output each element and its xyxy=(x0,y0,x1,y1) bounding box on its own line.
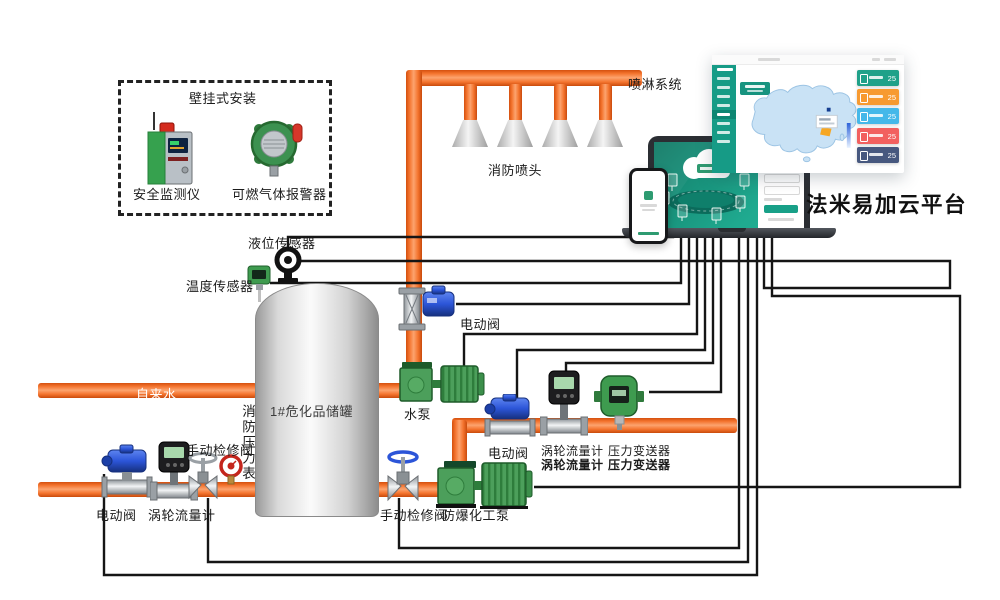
login-username-input[interactable] xyxy=(764,174,800,183)
highlighted-province xyxy=(820,126,832,137)
level-sensor-device xyxy=(274,246,302,284)
bottom-valve-label: 电动阀 xyxy=(96,508,137,523)
tap-water-label: 自来水 xyxy=(136,387,177,402)
manual-valve-mid-device xyxy=(387,450,419,502)
sidebar-item-active[interactable] xyxy=(712,110,736,119)
bottom-left-manual-valve-label: 手动检修阀 xyxy=(186,443,254,458)
phone xyxy=(629,168,668,244)
stat-card-value: 25 xyxy=(887,74,896,83)
stat-card-icon xyxy=(860,93,868,103)
dashboard-sidebar xyxy=(712,65,736,173)
stat-card-3[interactable]: 25 xyxy=(857,108,899,124)
manual-valve-bottom-left-device xyxy=(188,452,218,500)
level-sensor-label: 液位传感器 xyxy=(248,236,316,251)
turbine-flowmeter-mid-device xyxy=(540,370,588,436)
tap-water-pipe xyxy=(38,383,257,398)
mid-flowmeter-label-1: 涡轮流量计 xyxy=(541,444,604,458)
login-links[interactable] xyxy=(768,218,794,221)
electric-valve-bottom-device xyxy=(101,444,153,498)
china-map xyxy=(751,84,857,163)
platform-title: 法米易加云平台 xyxy=(806,193,968,217)
spray-system-label: 喷淋系统 xyxy=(628,77,683,92)
electric-valve-mid-device xyxy=(484,394,536,437)
water-pump-device xyxy=(399,362,485,403)
laptop-notch xyxy=(718,228,746,232)
mid-manual-valve-label: 手动检修阀 xyxy=(380,508,448,523)
map-callout xyxy=(815,114,838,129)
dashboard-topbar[interactable] xyxy=(712,55,904,65)
wall-box-title: 壁挂式安装 xyxy=(189,91,257,106)
chem-pump-label: 防爆化工泵 xyxy=(442,508,510,523)
sprinkler-stub-4 xyxy=(599,84,612,122)
map-button[interactable] xyxy=(740,82,770,95)
stat-card-icon xyxy=(860,112,868,122)
gas-alarm-device xyxy=(250,120,303,177)
stat-card-1[interactable]: 25 xyxy=(857,70,899,86)
stat-card-icon xyxy=(860,132,868,142)
stat-card-value: 25 xyxy=(887,93,896,102)
sprinkler-stub-2 xyxy=(509,84,522,122)
login-remember-row[interactable] xyxy=(764,198,782,201)
pressure-transmitter-label-1: 压力变送器 xyxy=(608,444,671,458)
stat-card-2[interactable]: 25 xyxy=(857,89,899,105)
safety-monitor-label: 安全监测仪 xyxy=(133,187,201,202)
temp-sensor-label: 温度传感器 xyxy=(186,279,254,294)
stat-card-value: 25 xyxy=(887,112,896,121)
stat-card-icon xyxy=(860,151,868,161)
gas-alarm-label: 可燃气体报警器 xyxy=(232,187,327,202)
stat-card-4[interactable]: 25 xyxy=(857,128,899,144)
sidebar-logo xyxy=(712,65,736,74)
pressure-transmitter-device xyxy=(594,375,644,430)
map-legend xyxy=(846,123,851,148)
mid-flowmeter-label-2: 涡轮流量计 xyxy=(541,458,604,472)
turbine-flowmeter-bottom-device xyxy=(150,441,198,501)
riser-valve-label: 电动阀 xyxy=(460,317,501,332)
stat-card-value: 25 xyxy=(887,151,896,160)
water-pump-label: 水泵 xyxy=(404,407,432,422)
bottom-flowmeter-label: 涡轮流量计 xyxy=(148,508,216,523)
fire-gauge-label: 消防压力表 xyxy=(240,404,255,482)
sprinkler-stub-3 xyxy=(554,84,567,122)
safety-monitor-device xyxy=(147,112,193,185)
tank-to-pump-pipe xyxy=(375,383,405,398)
login-password-input[interactable] xyxy=(764,186,800,195)
phone-logo xyxy=(644,191,653,200)
chemical-tank xyxy=(255,283,379,517)
phone-footer-text xyxy=(638,232,659,235)
electric-valve-riser-device xyxy=(398,285,455,331)
laptop-base xyxy=(622,228,836,238)
sidebar-item[interactable] xyxy=(712,137,736,146)
login-button[interactable] xyxy=(764,205,798,213)
sidebar-item[interactable] xyxy=(712,74,736,83)
sidebar-item[interactable] xyxy=(712,92,736,101)
map-marker xyxy=(826,107,831,112)
mid-valve-label: 电动阀 xyxy=(488,446,529,461)
stat-card-value: 25 xyxy=(887,132,896,141)
explosion-proof-pump-device xyxy=(436,461,533,509)
mid-elbow-down-pipe xyxy=(452,420,467,467)
spray-manifold-pipe xyxy=(408,70,642,86)
temperature-sensor-device xyxy=(247,265,271,302)
sprinkler-stub-1 xyxy=(464,84,477,122)
stat-card-icon xyxy=(860,74,868,84)
stat-card-5[interactable]: 25 xyxy=(857,147,899,163)
pressure-transmitter-label-2: 压力变送器 xyxy=(608,458,671,472)
sprinkler-label: 消防喷头 xyxy=(488,163,543,178)
fire-pressure-gauge-device xyxy=(219,454,243,485)
sidebar-item[interactable] xyxy=(712,83,736,92)
tank-label: 1#危化品储罐 xyxy=(270,404,353,419)
phone-screen xyxy=(632,171,665,241)
sidebar-item[interactable] xyxy=(712,119,736,128)
sidebar-item[interactable] xyxy=(712,128,736,137)
sidebar-item[interactable] xyxy=(712,101,736,110)
